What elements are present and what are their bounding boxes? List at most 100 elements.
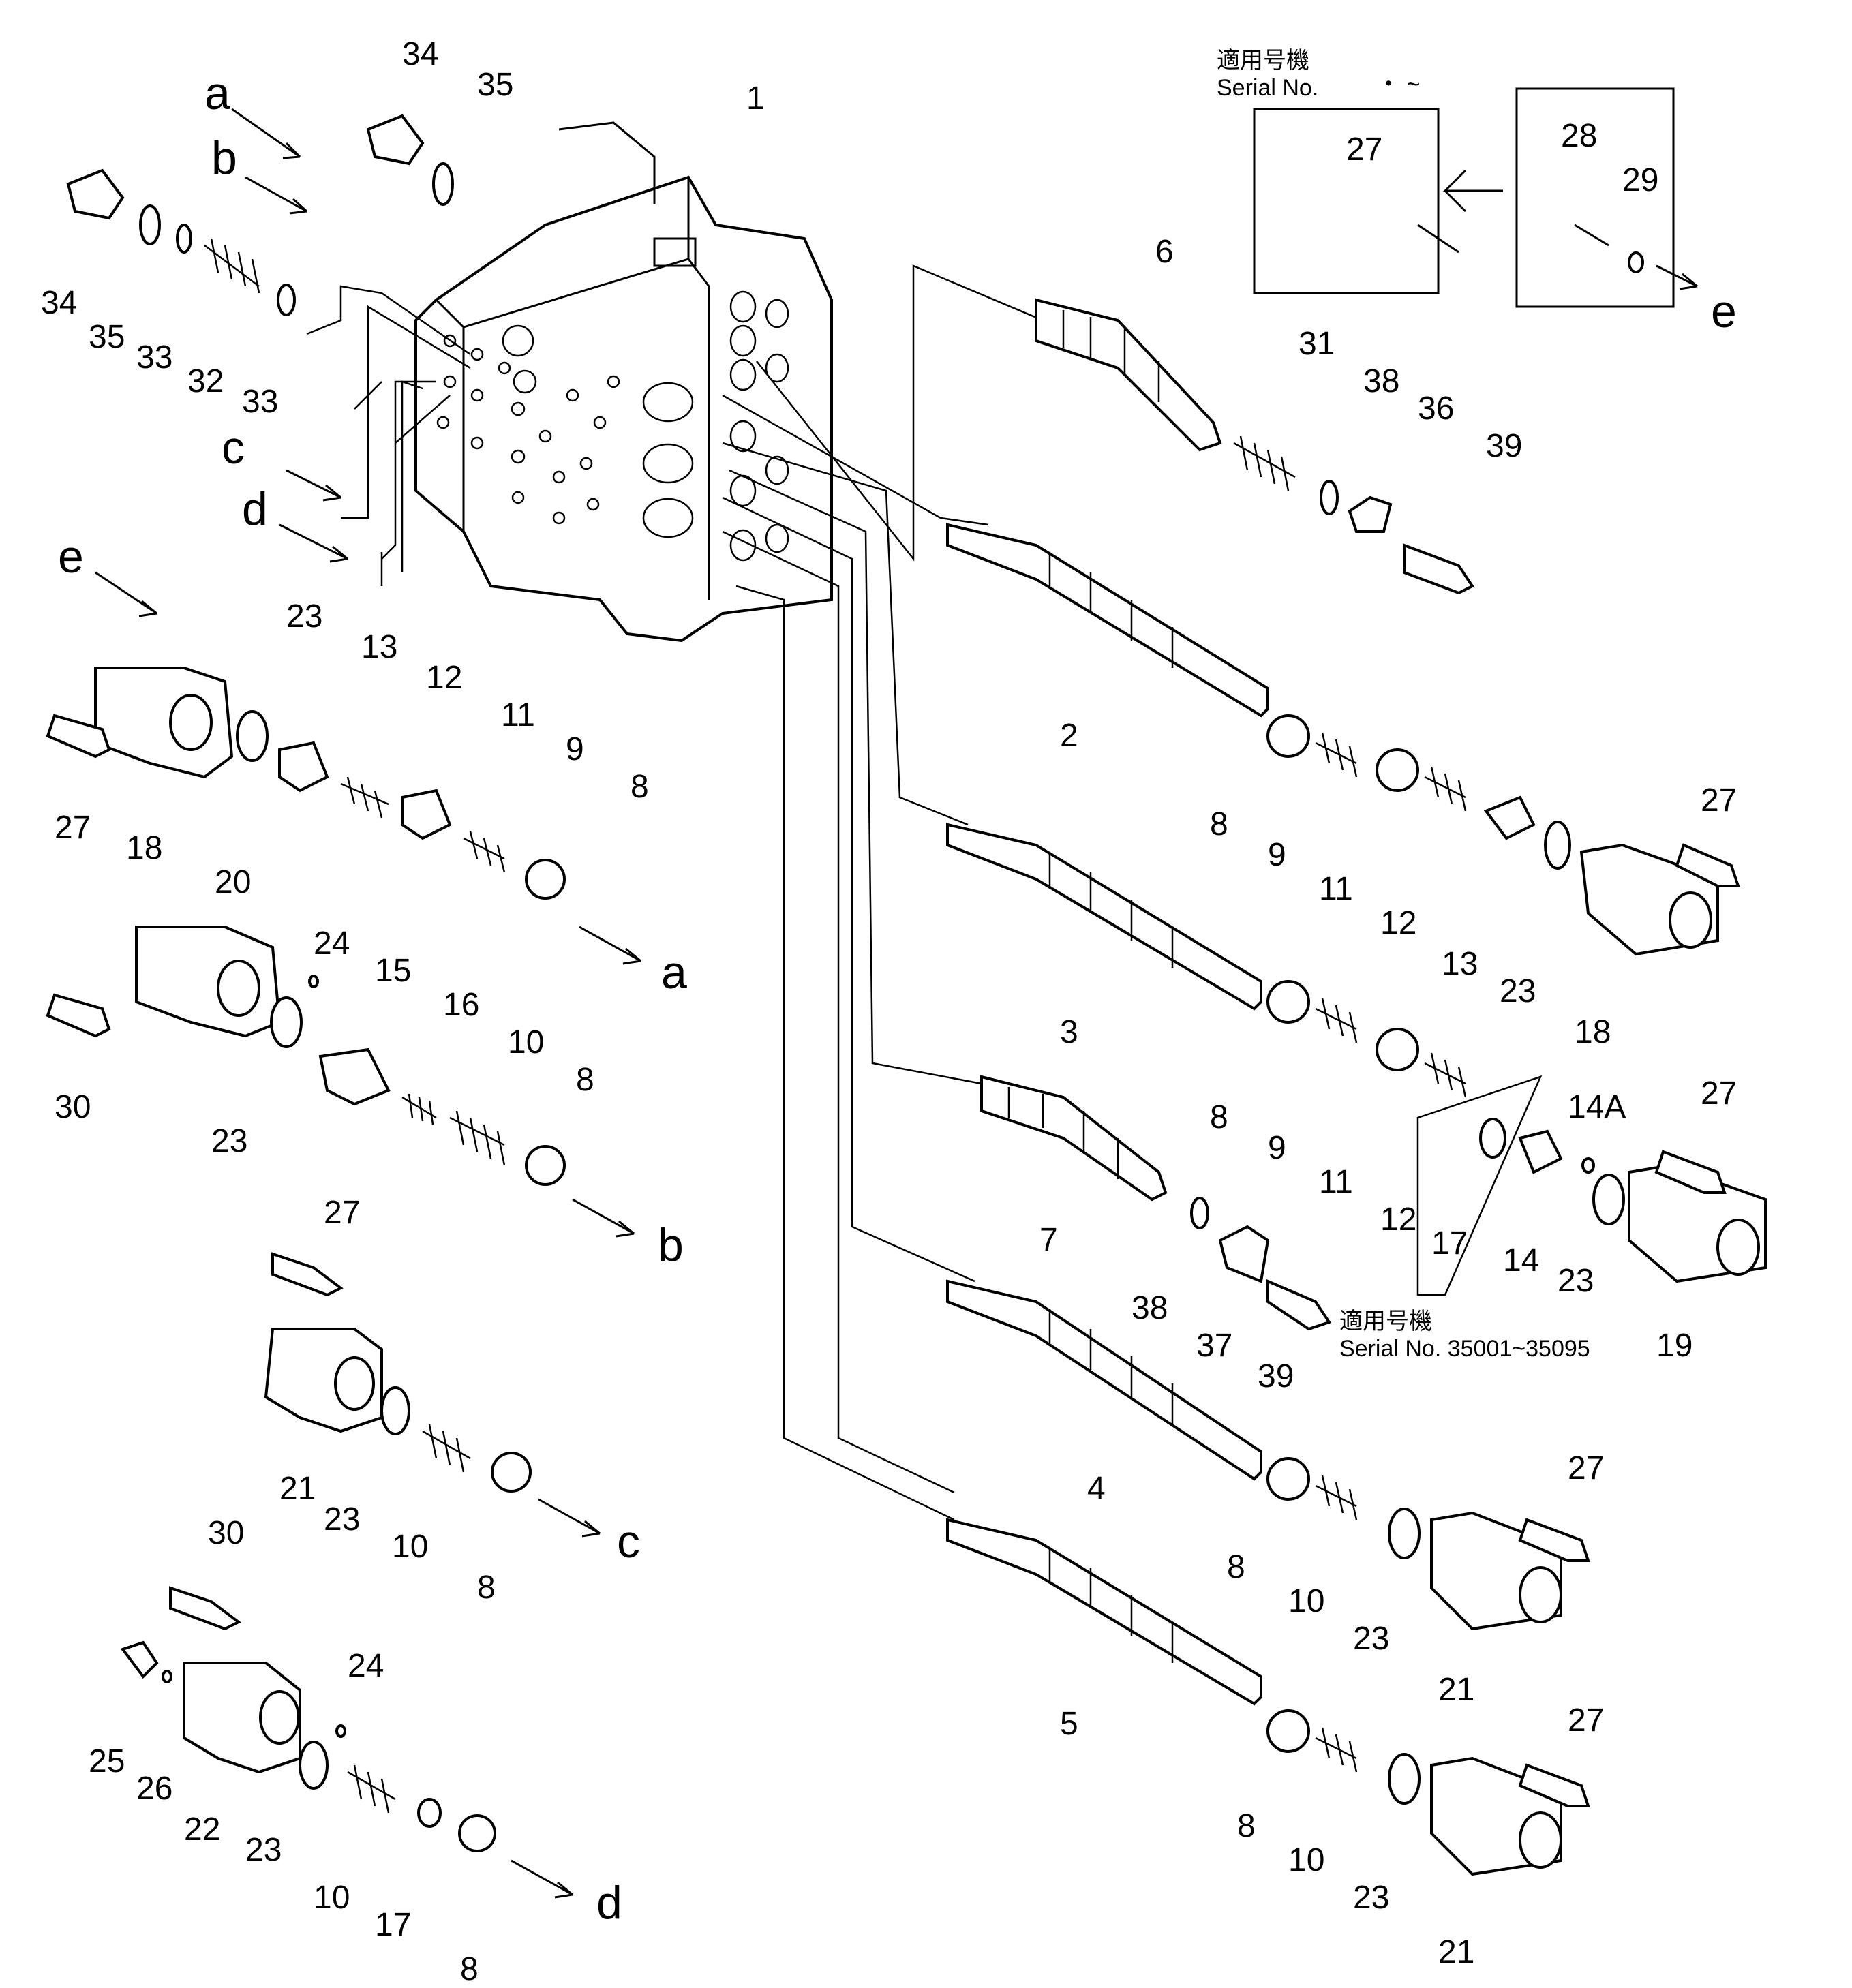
callout-13: 13 xyxy=(1442,946,1478,982)
callout-33: 33 xyxy=(136,339,172,376)
callout-27: 27 xyxy=(1346,132,1382,168)
callout-30: 30 xyxy=(208,1515,244,1551)
callout-34: 34 xyxy=(41,285,77,321)
serial-note-top-jp: 適用号機 xyxy=(1217,48,1309,74)
callout-39: 39 xyxy=(1258,1358,1294,1394)
callout-6: 6 xyxy=(1155,234,1174,270)
callout-21: 21 xyxy=(1438,1934,1474,1970)
callout-10: 10 xyxy=(508,1024,544,1060)
callout-27: 27 xyxy=(1568,1450,1604,1486)
callout-8: 8 xyxy=(477,1570,496,1606)
callout-24: 24 xyxy=(348,1648,384,1684)
callout-23: 23 xyxy=(211,1123,247,1159)
serial-note-top-range: ・ ~ xyxy=(1377,72,1420,97)
letter-a: a xyxy=(661,947,687,998)
callout-8: 8 xyxy=(1210,806,1228,842)
letter-a: a xyxy=(204,67,230,119)
callout-38: 38 xyxy=(1363,363,1399,399)
callout-9: 9 xyxy=(566,731,584,767)
flow-arrows xyxy=(95,108,1698,1899)
serial-note-mid-en: Serial No. 35001~35095 xyxy=(1339,1336,1590,1362)
spool-7 xyxy=(980,1075,1168,1202)
callout-18: 18 xyxy=(1575,1014,1611,1050)
callout-24: 24 xyxy=(314,926,350,962)
callout-27: 27 xyxy=(1701,1075,1737,1112)
callout-23: 23 xyxy=(245,1832,282,1868)
callout-11: 11 xyxy=(501,697,535,733)
callout-17: 17 xyxy=(1431,1225,1468,1261)
right-small-parts xyxy=(1190,435,1767,1876)
flow-letters: a b c d e a b c d e xyxy=(58,67,1737,1929)
callout-27: 27 xyxy=(1568,1702,1604,1739)
callout-14a: 14A xyxy=(1568,1089,1626,1125)
valve-body xyxy=(414,121,833,643)
callout-35: 35 xyxy=(477,67,513,103)
callout-27: 27 xyxy=(324,1195,360,1231)
letter-d: d xyxy=(596,1877,622,1929)
callout-12: 12 xyxy=(426,660,462,696)
callout-23: 23 xyxy=(324,1501,360,1538)
callouts: 1 34 35 34 35 33 32 33 6 31 38 36 39 27 … xyxy=(41,36,1737,1987)
inset-serial-boxes xyxy=(1253,87,1675,308)
spool-2 xyxy=(946,523,1269,718)
callout-5: 5 xyxy=(1060,1706,1078,1742)
callout-21: 21 xyxy=(279,1471,316,1507)
callout-7: 7 xyxy=(1039,1222,1058,1258)
callout-9: 9 xyxy=(1268,1130,1286,1166)
letter-c: c xyxy=(617,1516,640,1568)
callout-26: 26 xyxy=(136,1771,172,1807)
callout-27: 27 xyxy=(1701,782,1737,819)
callout-34: 34 xyxy=(402,36,438,72)
callout-8: 8 xyxy=(1227,1549,1245,1585)
callout-28: 28 xyxy=(1561,118,1597,154)
callout-22: 22 xyxy=(184,1811,220,1848)
callout-14: 14 xyxy=(1503,1242,1539,1279)
callout-12: 12 xyxy=(1380,1202,1416,1238)
callout-23: 23 xyxy=(286,598,322,634)
callout-23: 23 xyxy=(1353,1880,1389,1916)
callout-9: 9 xyxy=(1268,837,1286,873)
callout-8: 8 xyxy=(631,769,649,805)
callout-8: 8 xyxy=(1210,1099,1228,1135)
spool-5 xyxy=(946,1518,1262,1706)
serial-note-top-en: Serial No. xyxy=(1217,75,1318,101)
callout-8: 8 xyxy=(1237,1808,1256,1844)
spool-4 xyxy=(946,1279,1262,1481)
letter-c: c xyxy=(222,422,245,474)
callout-16: 16 xyxy=(443,987,479,1023)
callout-8: 8 xyxy=(460,1951,479,1987)
callout-1: 1 xyxy=(746,80,765,117)
callout-8: 8 xyxy=(576,1062,594,1098)
callout-23: 23 xyxy=(1500,973,1536,1009)
spool-6 xyxy=(1035,298,1222,452)
letter-e: e xyxy=(1711,286,1737,337)
callout-18: 18 xyxy=(126,830,162,866)
callout-15: 15 xyxy=(375,953,411,989)
callout-25: 25 xyxy=(89,1743,125,1779)
callout-10: 10 xyxy=(1288,1842,1324,1878)
callout-33: 33 xyxy=(242,384,278,420)
callout-3: 3 xyxy=(1060,1014,1078,1050)
callout-32: 32 xyxy=(187,363,224,399)
callout-38: 38 xyxy=(1132,1290,1168,1326)
callout-12: 12 xyxy=(1380,905,1416,941)
callout-19: 19 xyxy=(1656,1328,1692,1364)
letter-e: e xyxy=(58,531,84,583)
callout-10: 10 xyxy=(1288,1583,1324,1619)
callout-17: 17 xyxy=(375,1907,411,1943)
left-small-parts xyxy=(46,114,566,1852)
serial-note-mid-jp: 適用号機 xyxy=(1339,1309,1432,1334)
spool-3 xyxy=(946,823,1262,1011)
letter-b: b xyxy=(211,132,237,184)
callout-23: 23 xyxy=(1353,1621,1389,1657)
serial-notes: 適用号機 Serial No. ・ ~ 適用号機 Serial No. 3500… xyxy=(1217,48,1590,1362)
letter-b: b xyxy=(658,1219,684,1271)
callout-10: 10 xyxy=(314,1880,350,1916)
callout-13: 13 xyxy=(361,629,397,665)
leader-lines xyxy=(306,264,1044,1521)
callout-31: 31 xyxy=(1299,326,1335,362)
callout-4: 4 xyxy=(1087,1471,1106,1507)
letter-d: d xyxy=(242,483,268,535)
callout-37: 37 xyxy=(1196,1328,1232,1364)
callout-36: 36 xyxy=(1418,391,1454,427)
